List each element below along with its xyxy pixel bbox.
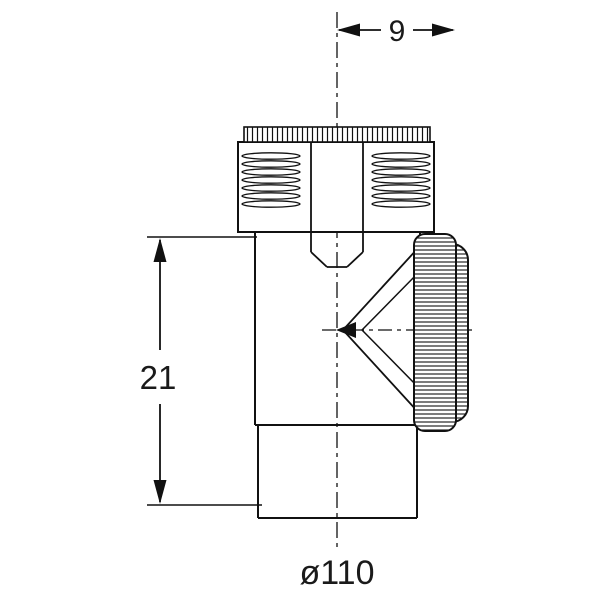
cone-tip	[336, 322, 356, 338]
diameter-dimension-label: ø110	[300, 554, 375, 592]
dimension-left-height: 21	[140, 236, 262, 506]
arrow-left-icon	[337, 23, 360, 37]
socket-assembly	[237, 126, 435, 268]
socket-ribs-right	[371, 152, 431, 208]
arrow-right-icon	[432, 23, 455, 37]
screw-cap	[413, 233, 469, 432]
branch-cone	[322, 246, 472, 414]
cap-knurled-wheel	[413, 233, 457, 432]
height-dimension-label: 21	[140, 359, 177, 396]
arrow-down-icon	[153, 480, 167, 504]
inner-pipe-stub	[310, 143, 364, 268]
arrow-up-icon	[153, 238, 167, 262]
width-dimension-label: 9	[389, 15, 406, 48]
dimension-bottom-diameter: ø110	[300, 554, 375, 592]
dimension-top-width: 9	[337, 15, 455, 48]
seal-ring-band	[243, 126, 431, 143]
socket-ribs-left	[241, 152, 301, 208]
